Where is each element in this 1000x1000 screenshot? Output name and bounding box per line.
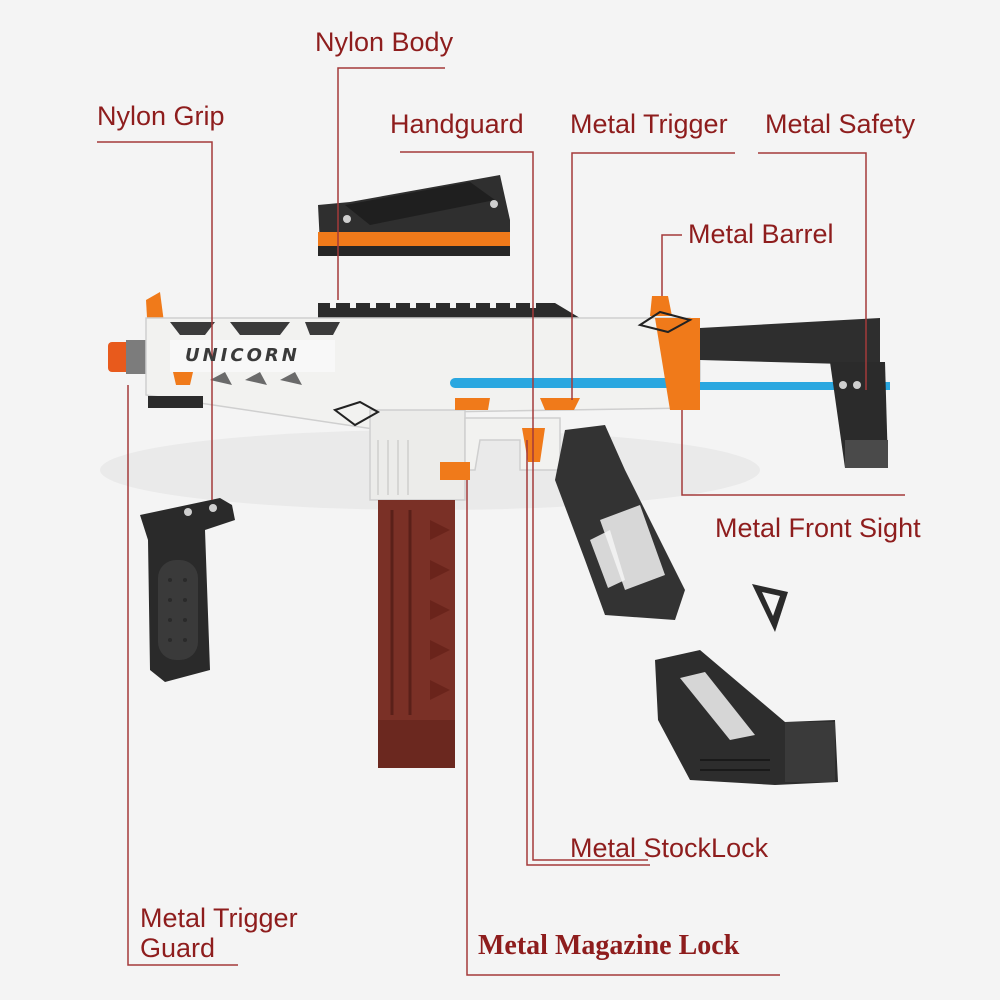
label-handguard: Handguard — [390, 109, 524, 139]
label-metal-front-sight: Metal Front Sight — [715, 513, 921, 543]
blaster-body — [108, 292, 890, 501]
front-sight-part — [752, 584, 788, 632]
label-metal-magazine-lock: Metal Magazine Lock — [478, 930, 740, 961]
magazine — [378, 500, 455, 768]
label-nylon-grip: Nylon Grip — [97, 101, 225, 131]
pistol-grip — [555, 425, 685, 620]
label-metal-stock-lock: Metal StockLock — [570, 833, 769, 863]
label-metal-safety: Metal Safety — [765, 109, 916, 139]
leader-lines — [97, 67, 905, 976]
handguard-part — [318, 175, 510, 256]
label-metal-trigger-guard-line1: Metal Trigger — [140, 903, 298, 933]
top-rail — [318, 303, 580, 318]
stock-lock-part — [655, 650, 838, 785]
label-metal-trigger: Metal Trigger — [570, 109, 728, 139]
label-nylon-body: Nylon Body — [315, 27, 454, 57]
label-metal-trigger-guard-line2: Guard — [140, 933, 216, 963]
brand-marking: UNICORN — [185, 345, 300, 366]
vertical-grip-part — [140, 498, 235, 682]
label-metal-barrel: Metal Barrel — [688, 219, 834, 249]
stock — [700, 318, 888, 468]
